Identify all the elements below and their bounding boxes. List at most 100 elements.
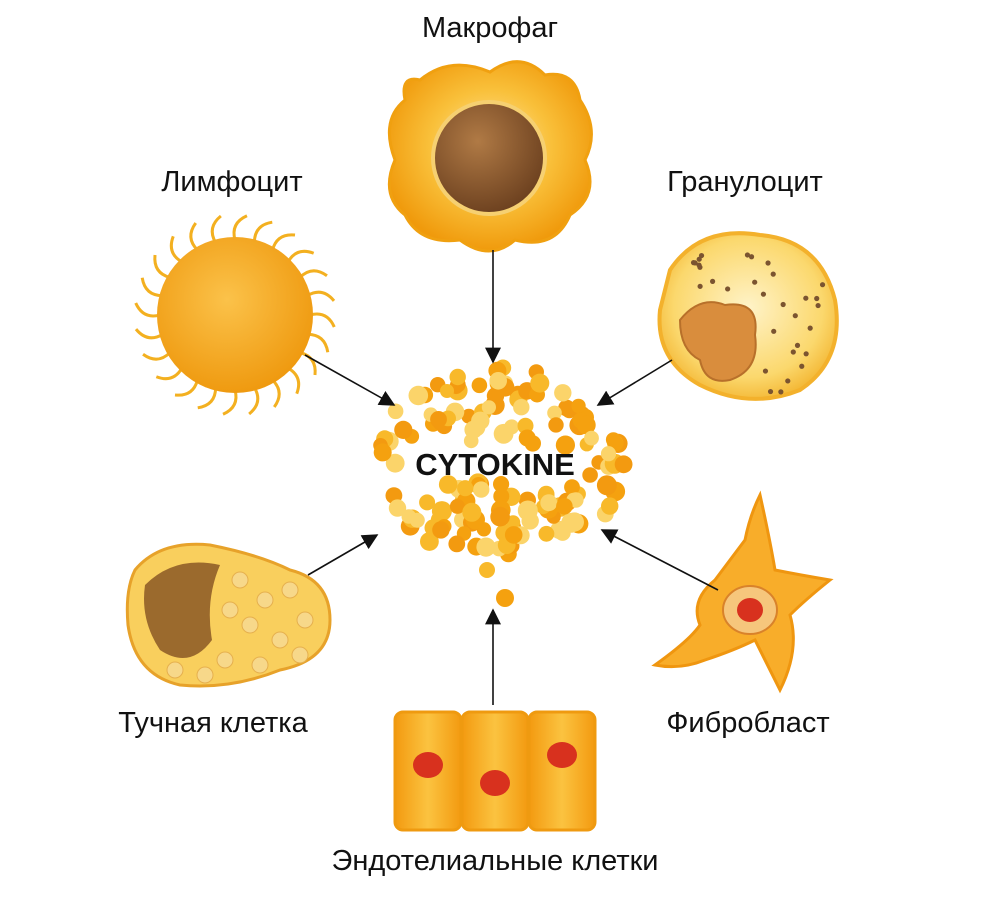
fibroblast-cell — [651, 490, 834, 694]
lymphocyte-spike — [252, 220, 273, 243]
cytokine-dot — [547, 405, 562, 421]
lymphocyte-spike — [298, 269, 328, 279]
lymphocyte-spike — [174, 379, 199, 397]
granule — [794, 342, 801, 348]
mast-granule — [281, 581, 299, 599]
lymphocyte-spike — [287, 366, 301, 395]
cytokine-dot — [493, 476, 510, 493]
cytokine-dot — [517, 500, 538, 521]
granule — [778, 389, 784, 395]
cytokine-dot — [385, 453, 405, 473]
cytokine-dot — [471, 411, 490, 430]
label-fibroblast: Фибробласт — [666, 707, 830, 739]
cytokine-dot — [490, 506, 510, 527]
lymphocyte-spike — [286, 249, 315, 263]
mast-granule — [231, 571, 249, 589]
granule — [785, 378, 791, 384]
cytokine-dot — [449, 498, 465, 514]
granule — [780, 301, 786, 308]
arrow-granulocyte — [596, 359, 673, 406]
cytokine-dot — [388, 499, 407, 517]
mast-granule — [271, 631, 289, 649]
cytokine-dot — [530, 373, 550, 393]
granule — [767, 388, 774, 395]
granule — [807, 325, 813, 331]
mast-granule — [216, 651, 234, 669]
cytokine-dot — [582, 467, 598, 483]
mast-granule — [251, 656, 269, 674]
mast-granule — [196, 666, 214, 684]
cytokine-dot — [440, 384, 454, 398]
label-mast-cell: Тучная клетка — [118, 707, 308, 739]
granule — [709, 278, 716, 284]
cytokine-dot — [493, 488, 510, 505]
cytokine-dot — [496, 589, 514, 607]
granule — [697, 283, 703, 289]
lymphocyte-spike — [140, 277, 163, 298]
cytokine-dot — [432, 521, 450, 539]
cytokine-dot — [513, 399, 530, 416]
cytokine-dot — [518, 429, 536, 447]
label-macrophage: Макрофаг — [421, 12, 559, 44]
cytokine-dot — [584, 430, 599, 446]
label-endothelial: Эндотелиальные клетки — [331, 845, 659, 877]
cytokine-dot — [571, 398, 586, 414]
granule — [696, 256, 702, 262]
mast-granule — [221, 601, 239, 619]
granule — [799, 363, 805, 369]
granule — [696, 262, 702, 268]
cytokine-dot — [449, 368, 466, 386]
granulocyte-cell — [657, 231, 839, 401]
lymphocyte-spike — [155, 367, 184, 381]
arrow-fibroblast — [600, 529, 719, 591]
cytokine-dot — [457, 480, 474, 497]
lymphocyte-spike — [169, 235, 183, 264]
cytokine-dot — [576, 415, 596, 435]
cytokine-dot — [401, 509, 417, 524]
granule — [760, 291, 767, 297]
lymphocyte-spike — [232, 214, 248, 241]
lymphocyte-spike — [197, 387, 218, 410]
cytokine-dot — [479, 562, 495, 578]
cytokine-dot — [555, 435, 576, 455]
cytokine-dot — [481, 400, 496, 415]
cytokine-dot — [596, 475, 617, 496]
cytokine-dot — [561, 512, 581, 533]
cytokine-dot — [476, 537, 496, 557]
lymphocyte-spike — [189, 222, 199, 252]
cytokine-dot — [448, 535, 466, 553]
cytokine-dot — [548, 417, 564, 433]
cytokine-dot — [420, 532, 439, 551]
mast-granule — [291, 646, 309, 664]
arrow-mast-cell — [307, 534, 379, 576]
endothelial-cells — [393, 710, 597, 832]
cytokine-dot — [471, 377, 488, 394]
cytokine-dot — [493, 423, 514, 444]
cytokine-dot — [504, 526, 523, 544]
cytokine-dot — [489, 372, 508, 390]
macrophage-cell — [387, 60, 593, 253]
cytokine-particles — [373, 359, 633, 607]
cytokine-dot — [431, 501, 452, 522]
cytokine-dot — [600, 446, 617, 462]
cytokine-dot — [463, 433, 479, 449]
cytokine-dot — [558, 399, 575, 417]
granule — [815, 302, 821, 309]
granule — [762, 368, 769, 374]
arrow-lymphocyte — [304, 354, 396, 406]
mast-granule — [241, 616, 259, 634]
cytokine-dot — [373, 443, 392, 462]
granule — [819, 282, 826, 288]
cytokine-dot — [538, 525, 555, 542]
cytokine-dot — [614, 455, 633, 474]
cytokine-dot — [394, 420, 413, 439]
lymphocyte-spike — [134, 302, 161, 318]
granule — [725, 286, 731, 292]
mast-cell — [125, 542, 332, 688]
label-cytokine: CYTOKINE — [415, 447, 575, 482]
granule — [803, 351, 809, 357]
cytokine-dot — [540, 494, 558, 512]
granule — [765, 260, 771, 266]
